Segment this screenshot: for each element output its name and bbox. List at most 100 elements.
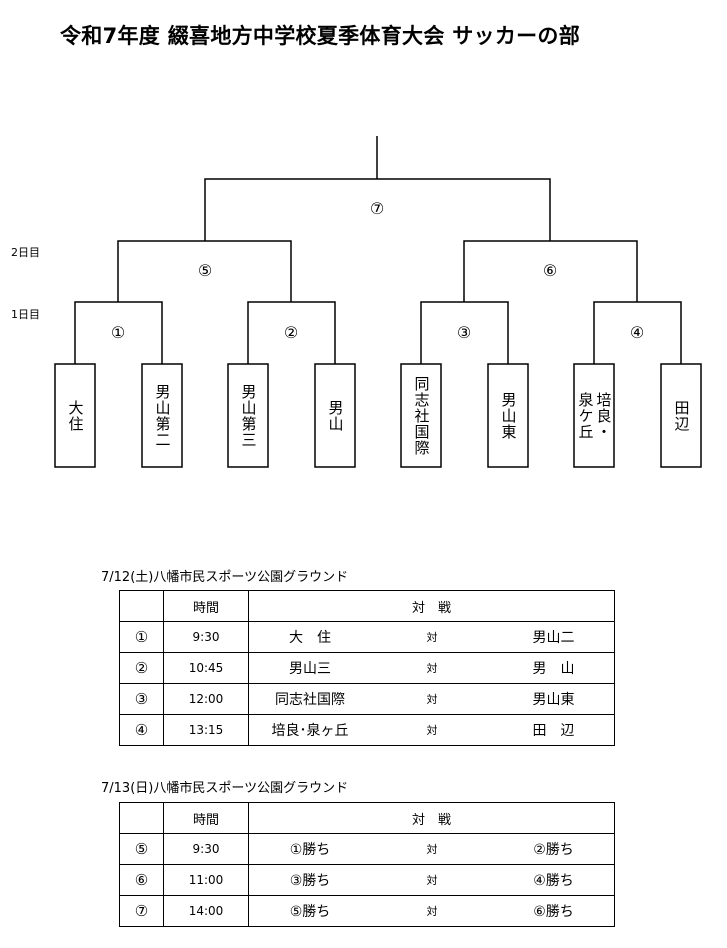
team-name-text: 男山東 xyxy=(499,391,518,440)
match-cell: 男山三 対 男 山 xyxy=(248,652,615,684)
match-no: ⑦ xyxy=(119,895,164,927)
match-time: 12:00 xyxy=(163,683,249,715)
vs-label: 対 xyxy=(426,693,438,706)
team-name-text: 男山第二 xyxy=(153,383,172,448)
team-name: 男山 xyxy=(315,364,355,467)
match-time: 14:00 xyxy=(163,895,249,927)
match-label-6: ⑥ xyxy=(542,261,558,280)
bracket-r1-match2 xyxy=(247,301,336,364)
team-name-text: 泉ケ丘 xyxy=(576,391,595,440)
team-name: 大住 xyxy=(55,364,95,467)
team-name-text: 培良・ xyxy=(594,391,613,440)
team-name-text: 大住 xyxy=(66,399,85,432)
team-name: 田辺 xyxy=(661,364,701,467)
team-name: 男山東 xyxy=(488,364,528,467)
team-name-text: 男山第三 xyxy=(239,383,258,448)
team-box xyxy=(227,363,269,468)
table-row: ⑥ 11:00 ③勝ち 対 ④勝ち xyxy=(119,864,615,896)
vs-label: 対 xyxy=(426,724,438,737)
schedule-day2-title: 7/13(日)八幡市民スポーツ公園グラウンド xyxy=(101,781,349,796)
away-team: 男 山 xyxy=(532,661,575,677)
table-row: ② 10:45 男山三 対 男 山 xyxy=(119,652,615,684)
away-team: 田 辺 xyxy=(532,723,575,739)
team-name: 男山第二 xyxy=(142,364,182,467)
team-box xyxy=(141,363,183,468)
match-no: ⑤ xyxy=(119,833,164,865)
team-name: 培良・ 泉ケ丘 xyxy=(574,364,614,467)
home-team: 同志社国際 xyxy=(275,692,345,708)
header-match: 対 戦 xyxy=(248,802,615,834)
schedule-day2-table: 時間 対 戦 ⑤ 9:30 ①勝ち 対 ②勝ち ⑥ 11:00 ③勝ち 対 ④勝… xyxy=(119,802,615,927)
bracket-final-connector xyxy=(204,178,551,241)
team-box xyxy=(573,363,615,468)
match-time: 10:45 xyxy=(163,652,249,684)
team-box xyxy=(660,363,702,468)
vs-label: 対 xyxy=(426,905,438,918)
away-team: ⑥勝ち xyxy=(533,904,574,920)
match-cell: 大 住 対 男山二 xyxy=(248,621,615,653)
match-cell: ③勝ち 対 ④勝ち xyxy=(248,864,615,896)
header-no xyxy=(119,590,164,622)
match-time: 13:15 xyxy=(163,714,249,746)
home-team: 大 住 xyxy=(289,630,331,646)
away-team: ④勝ち xyxy=(533,873,574,889)
team-name-text: 男山 xyxy=(326,399,345,432)
vs-label: 対 xyxy=(426,662,438,675)
home-team: 培良･泉ヶ丘 xyxy=(271,723,349,739)
match-time: 11:00 xyxy=(163,864,249,896)
home-team: ③勝ち xyxy=(289,873,331,889)
page-title: 令和7年度 綴喜地方中学校夏季体育大会 サッカーの部 xyxy=(60,24,581,48)
match-time: 9:30 xyxy=(163,833,249,865)
match-no: ⑥ xyxy=(119,864,164,896)
home-team: 男山三 xyxy=(289,661,331,677)
home-team: ⑤勝ち xyxy=(289,904,331,920)
match-no: ③ xyxy=(119,683,164,715)
header-match: 対 戦 xyxy=(248,590,615,622)
team-box xyxy=(400,363,442,468)
round-label-day2: 2日目 xyxy=(11,246,40,259)
bracket-semi-right xyxy=(463,240,638,302)
table-header-row: 時間 対 戦 xyxy=(119,802,615,834)
team-name: 同志社国際 xyxy=(401,364,441,467)
match-no: ② xyxy=(119,652,164,684)
schedule-day1-title: 7/12(土)八幡市民スポーツ公園グラウンド xyxy=(101,570,349,585)
table-header-row: 時間 対 戦 xyxy=(119,590,615,622)
vs-label: 対 xyxy=(426,631,438,644)
table-row: ③ 12:00 同志社国際 対 男山東 xyxy=(119,683,615,715)
away-team: ②勝ち xyxy=(533,842,574,858)
table-row: ① 9:30 大 住 対 男山二 xyxy=(119,621,615,653)
match-cell: 培良･泉ヶ丘 対 田 辺 xyxy=(248,714,615,746)
match-cell: ⑤勝ち 対 ⑥勝ち xyxy=(248,895,615,927)
bracket-r1-match4 xyxy=(593,301,682,364)
bracket-r1-match3 xyxy=(420,301,509,364)
match-label-4: ④ xyxy=(629,323,645,342)
header-no xyxy=(119,802,164,834)
header-time: 時間 xyxy=(163,590,249,622)
match-label-7: ⑦ xyxy=(369,199,385,218)
match-label-1: ① xyxy=(110,323,126,342)
table-row: ⑦ 14:00 ⑤勝ち 対 ⑥勝ち xyxy=(119,895,615,927)
match-cell: 同志社国際 対 男山東 xyxy=(248,683,615,715)
vs-label: 対 xyxy=(426,874,438,887)
bracket-r1-match1 xyxy=(74,301,163,364)
team-box xyxy=(487,363,529,468)
away-team: 男山二 xyxy=(532,630,575,646)
team-name-text: 同志社国際 xyxy=(412,375,431,456)
home-team: ①勝ち xyxy=(289,842,331,858)
vs-label: 対 xyxy=(426,843,438,856)
team-box xyxy=(54,363,96,468)
tournament-bracket xyxy=(54,136,702,468)
round-label-day1: 1日目 xyxy=(11,308,40,321)
team-box xyxy=(314,363,356,468)
table-row: ⑤ 9:30 ①勝ち 対 ②勝ち xyxy=(119,833,615,865)
match-label-3: ③ xyxy=(456,323,472,342)
match-label-5: ⑤ xyxy=(197,261,213,280)
table-row: ④ 13:15 培良･泉ヶ丘 対 田 辺 xyxy=(119,714,615,746)
away-team: 男山東 xyxy=(532,692,575,708)
header-time: 時間 xyxy=(163,802,249,834)
match-label-2: ② xyxy=(283,323,299,342)
bracket-semi-left xyxy=(117,240,292,302)
match-cell: ①勝ち 対 ②勝ち xyxy=(248,833,615,865)
match-no: ① xyxy=(119,621,164,653)
team-name: 男山第三 xyxy=(228,364,268,467)
